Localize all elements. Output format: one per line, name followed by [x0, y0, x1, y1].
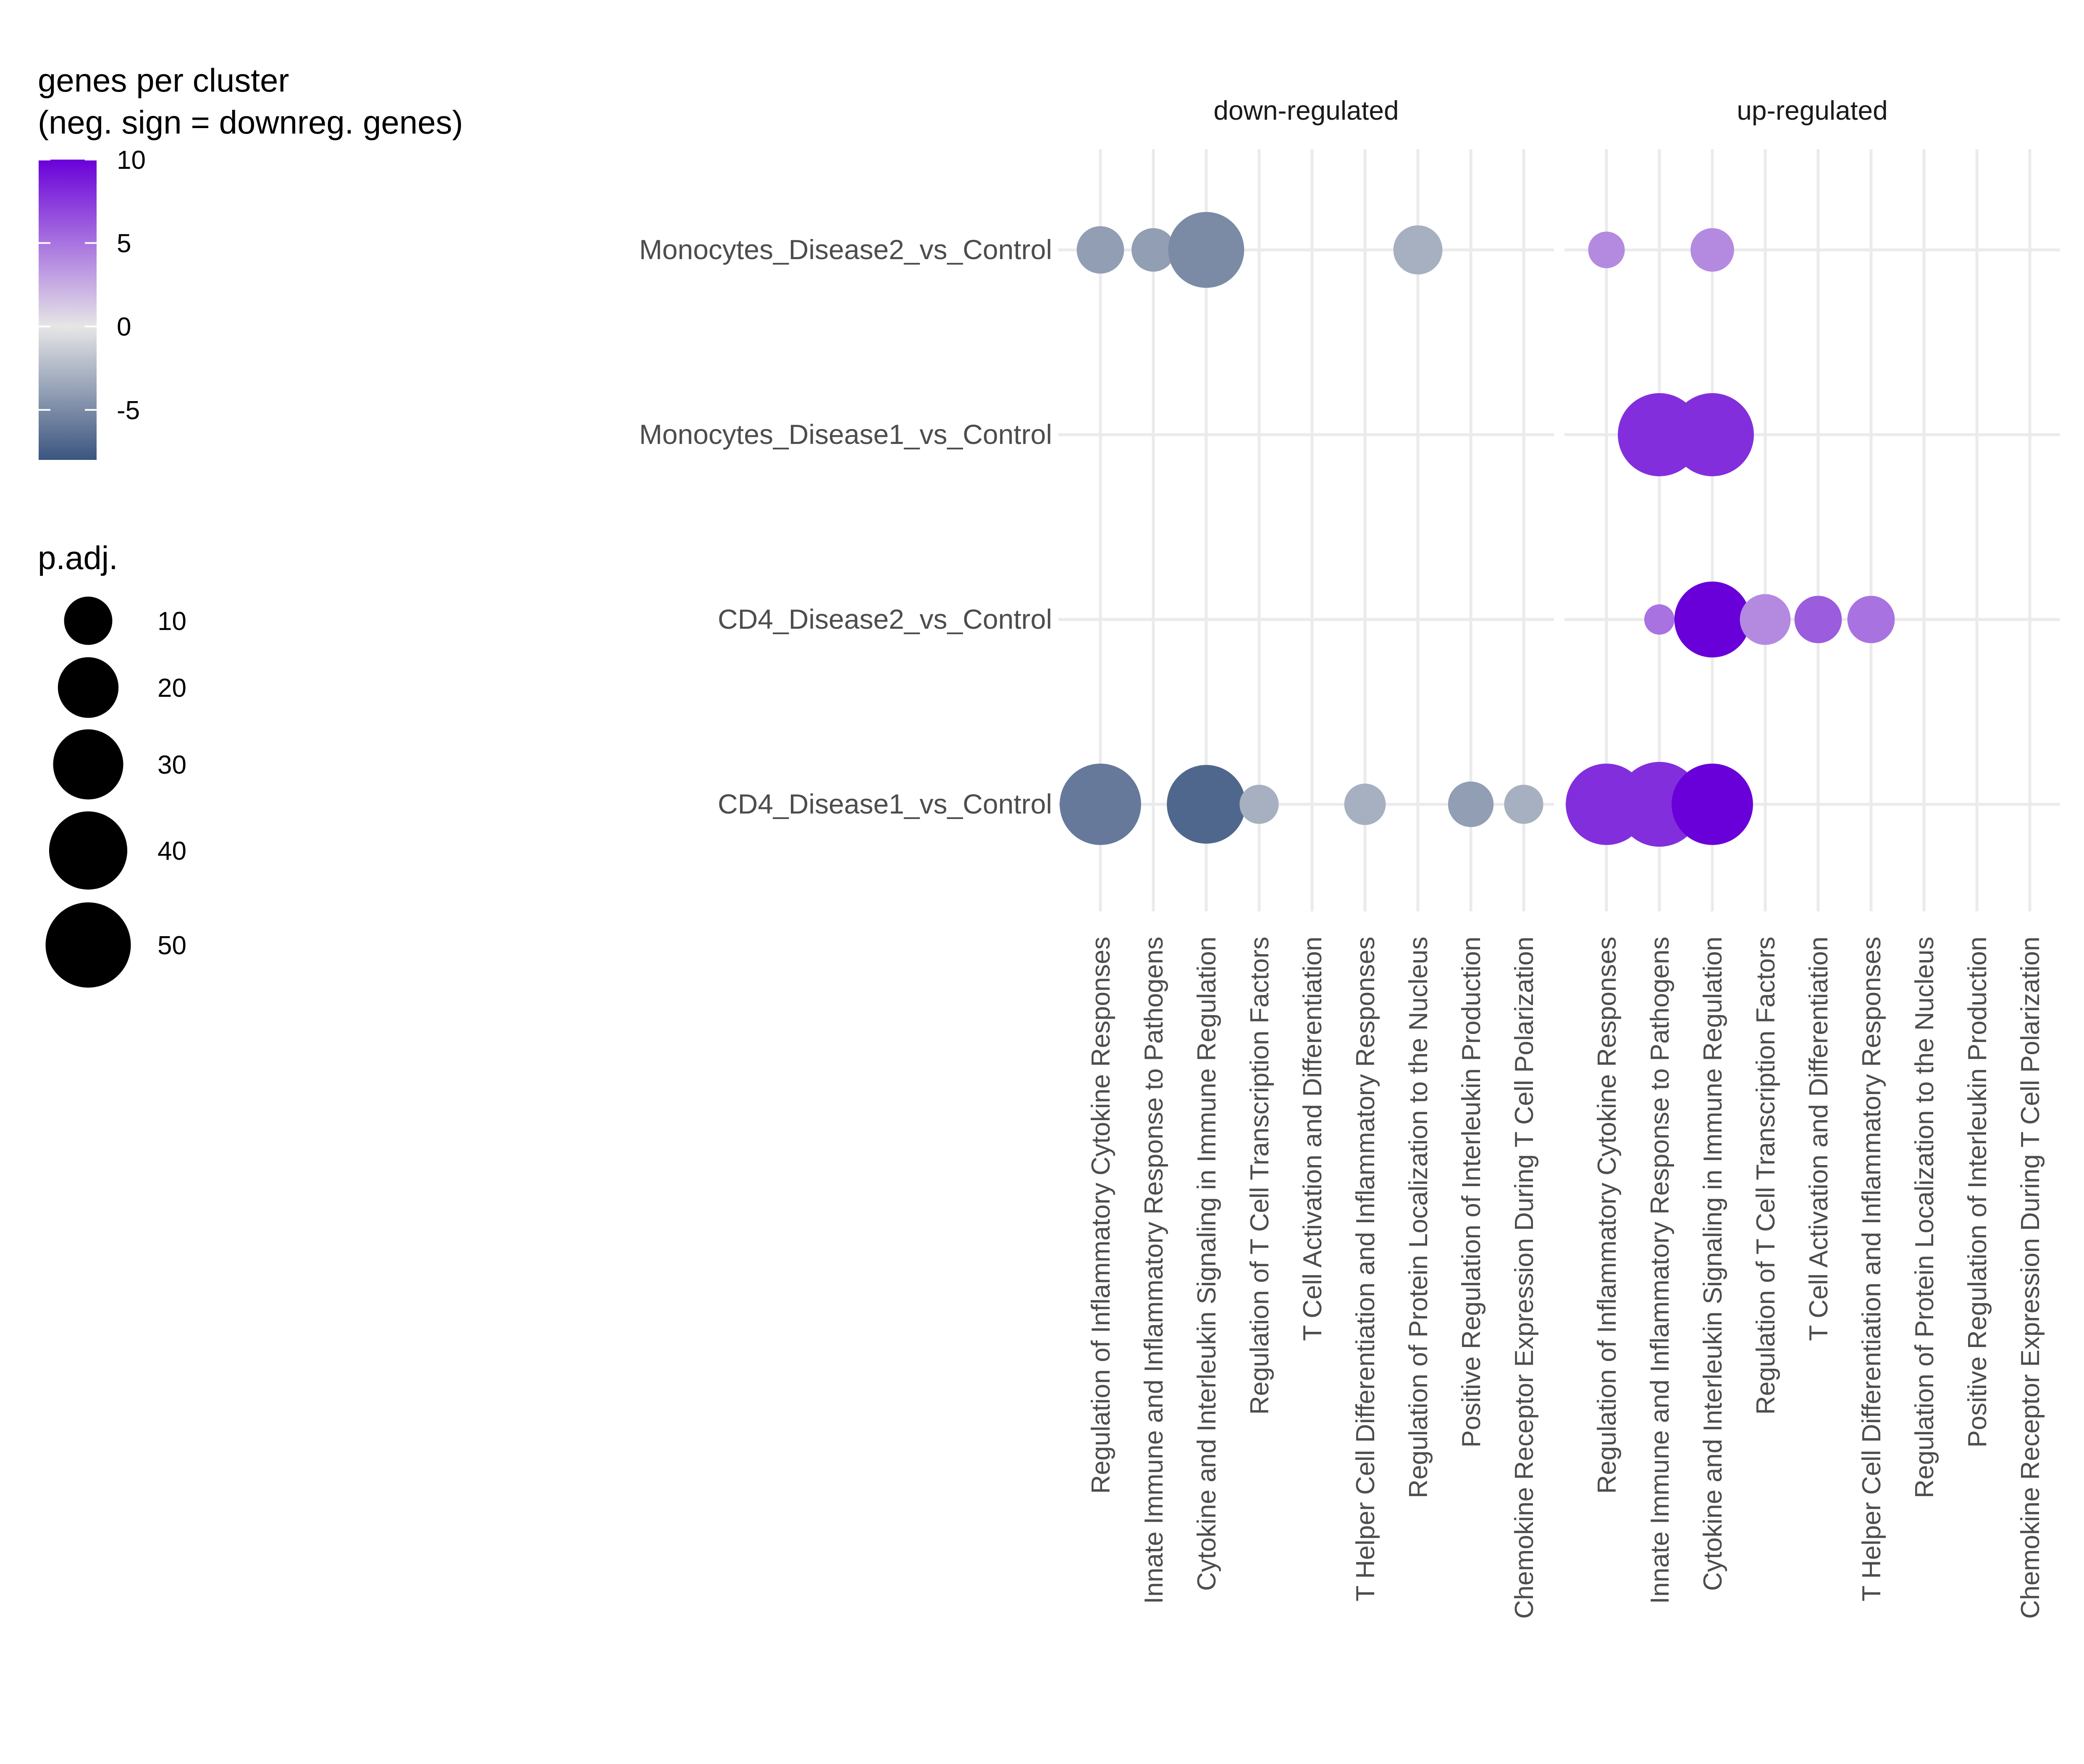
size-key-circle: [49, 811, 128, 890]
data-point: [1167, 765, 1246, 844]
x-tick-label: Cytokine and Interleukin Signaling in Im…: [1698, 937, 1727, 1591]
size-key-label: 40: [157, 837, 186, 866]
data-point: [1060, 764, 1141, 845]
data-point: [1344, 783, 1386, 825]
x-tick-label: Regulation of Inflammatory Cytokine Resp…: [1087, 937, 1115, 1494]
color-legend: genes per cluster (neg. sign = downreg. g…: [38, 62, 463, 460]
y-tick-label: CD4_Disease2_vs_Control: [718, 604, 1052, 635]
data-point: [1794, 596, 1842, 643]
data-point: [1644, 604, 1675, 635]
y-tick-label: Monocytes_Disease1_vs_Control: [639, 419, 1052, 450]
panel-strip-label: down-regulated: [1213, 95, 1399, 126]
panel-strip-label: up-regulated: [1737, 95, 1887, 126]
data-point: [1671, 393, 1754, 476]
legend-area: genes per cluster (neg. sign = downreg. g…: [38, 62, 463, 988]
size-key-circle: [53, 729, 123, 800]
size-key-label: 10: [157, 607, 186, 636]
x-tick-label: Cytokine and Interleukin Signaling in Im…: [1192, 937, 1221, 1591]
size-key-label: 20: [157, 674, 186, 703]
y-tick-label: Monocytes_Disease2_vs_Control: [639, 234, 1052, 265]
data-point: [1504, 785, 1543, 824]
x-tick-label: Regulation of Protein Localization to th…: [1404, 937, 1433, 1498]
x-tick-label: T Helper Cell Differentiation and Inflam…: [1351, 937, 1380, 1601]
data-point: [1672, 764, 1753, 845]
size-key-circle: [45, 902, 131, 988]
data-point: [1393, 225, 1443, 275]
colorbar-tick-label: 5: [117, 229, 131, 258]
x-tick-label: T Helper Cell Differentiation and Inflam…: [1857, 937, 1886, 1601]
colorbar-tick-label: -5: [117, 396, 140, 425]
x-tick-label: Regulation of T Cell Transcription Facto…: [1245, 937, 1274, 1415]
x-tick-label: Regulation of T Cell Transcription Facto…: [1751, 937, 1780, 1415]
data-point: [1690, 228, 1734, 272]
x-tick-label: Regulation of Protein Localization to th…: [1910, 937, 1939, 1498]
x-tick-label: T Cell Activation and Differentiation: [1804, 937, 1833, 1341]
size-key-circle: [64, 596, 113, 645]
x-tick-label: Regulation of Inflammatory Cytokine Resp…: [1593, 937, 1622, 1494]
data-point: [1239, 785, 1279, 824]
x-tick-label: T Cell Activation and Differentiation: [1298, 937, 1327, 1341]
size-key-label: 50: [157, 931, 186, 960]
x-tick-label: Chemokine Receptor Expression During T C…: [2016, 937, 2045, 1619]
colorbar-tick-label: 0: [117, 312, 131, 341]
data-point: [1448, 781, 1494, 827]
size-key-label: 30: [157, 751, 186, 780]
colorbar-tick-label: 10: [117, 146, 146, 175]
size-legend: p.adj. 10 20 30 40 50: [38, 539, 186, 988]
x-tick-label: Positive Regulation of Interleukin Produ…: [1963, 937, 1992, 1448]
y-tick-label: CD4_Disease1_vs_Control: [718, 788, 1052, 819]
data-point: [1588, 231, 1625, 268]
x-tick-label: Innate Immune and Inflammatory Response …: [1646, 937, 1675, 1604]
data-point: [1131, 228, 1175, 272]
color-legend-title: genes per cluster: [38, 62, 289, 99]
x-tick-label: Chemokine Receptor Expression During T C…: [1510, 937, 1539, 1619]
points-layer: [1060, 212, 1895, 847]
colorbar: [39, 160, 97, 460]
data-point: [1847, 596, 1895, 643]
data-point: [1674, 581, 1751, 658]
data-point: [1168, 212, 1244, 288]
color-legend-title: (neg. sign = downreg. genes): [38, 104, 463, 141]
data-point: [1076, 226, 1124, 274]
size-legend-title: p.adj.: [38, 539, 118, 576]
x-tick-label: Innate Immune and Inflammatory Response …: [1139, 937, 1168, 1604]
x-tick-label: Positive Regulation of Interleukin Produ…: [1457, 937, 1486, 1448]
size-key-circle: [58, 657, 119, 718]
data-point: [1740, 594, 1791, 645]
